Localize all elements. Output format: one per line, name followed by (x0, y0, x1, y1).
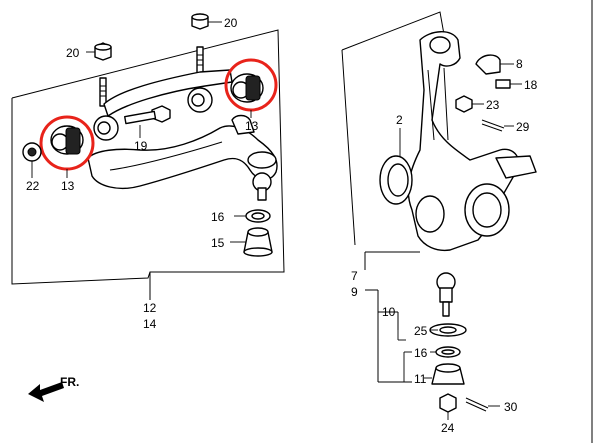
boot-15 (230, 227, 273, 257)
callout-7: 7 (351, 269, 358, 283)
bushing-13-left (39, 115, 95, 171)
seal-16-knuckle (430, 346, 461, 358)
clamp-8 (475, 54, 514, 75)
washer-22 (22, 142, 42, 178)
callout-14: 14 (143, 317, 157, 331)
callout-13-right: 13 (245, 119, 259, 133)
cotter-pin-30 (465, 397, 500, 412)
nut-24 (439, 393, 457, 420)
callout-29: 29 (516, 120, 530, 134)
upper-control-arm (87, 125, 278, 190)
arm-ball-joint (252, 172, 272, 201)
nut-20-top (191, 13, 222, 30)
callout-8: 8 (516, 57, 523, 71)
cotter-pin-29 (481, 119, 514, 132)
shaft-bushings (93, 87, 213, 141)
front-direction-indicator: FR. (28, 375, 79, 402)
nut-23 (455, 95, 484, 113)
callout-24: 24 (441, 421, 455, 435)
callout-2: 2 (396, 113, 403, 127)
callout-12: 12 (143, 301, 157, 315)
callout-19: 19 (134, 139, 148, 153)
callout-15: 15 (211, 236, 225, 250)
callout-23: 23 (486, 98, 500, 112)
nut-20-left (86, 42, 112, 61)
upper-arm-group (11, 13, 285, 300)
bolt-18 (495, 79, 522, 89)
callout-18: 18 (524, 78, 538, 92)
callout-11: 11 (414, 372, 427, 386)
knuckle-frame (341, 11, 446, 51)
knuckle-group (341, 11, 537, 420)
callout-10: 10 (382, 305, 396, 319)
callout-16-knuckle: 16 (414, 346, 428, 360)
front-direction-label: FR. (60, 375, 79, 389)
callout-20-top: 20 (224, 16, 238, 30)
callout-25: 25 (414, 324, 428, 338)
lower-ball-joint (436, 272, 456, 317)
studs (99, 46, 204, 107)
callout-22: 22 (26, 179, 40, 193)
callout-30: 30 (504, 400, 518, 414)
dust-seal-2 (379, 128, 413, 205)
washer-25 (429, 323, 467, 337)
bolt-19 (124, 105, 171, 138)
seal-16-arm (234, 209, 271, 223)
lower-ball-joint-tree (364, 251, 420, 383)
callout-numbers: 20 20 13 13 19 22 16 15 12 14 2 8 18 23 … (26, 16, 538, 435)
callout-20-left: 20 (66, 46, 80, 60)
callout-9: 9 (351, 285, 358, 299)
bushing-13-right (224, 58, 278, 112)
front-arrow-icon (28, 382, 64, 402)
boot-11 (424, 363, 465, 385)
callout-16-arm: 16 (211, 210, 225, 224)
callout-13-left: 13 (61, 179, 75, 193)
